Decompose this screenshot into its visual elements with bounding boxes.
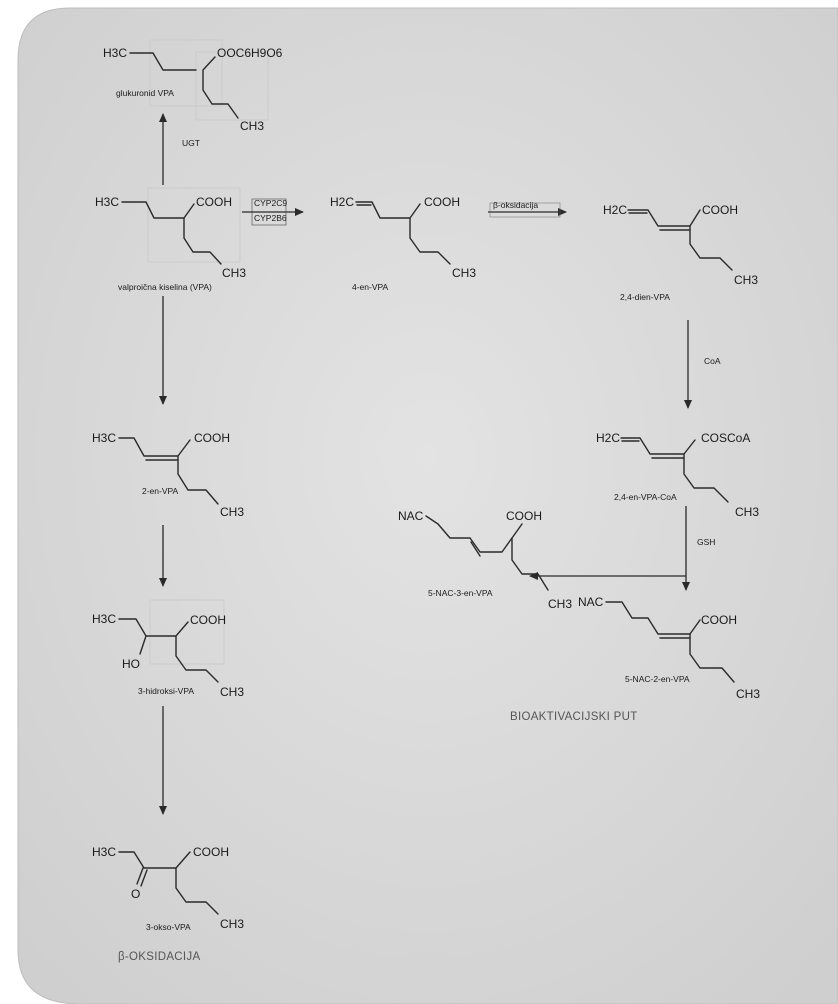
en4-cooh: COOH <box>424 195 460 209</box>
nac2-nac: NAC <box>578 595 604 609</box>
hydroxy3-label: 3-hidroksi-VPA <box>138 686 194 696</box>
en2-cooh: COOH <box>194 431 230 445</box>
en4-ch3: CH3 <box>452 266 476 280</box>
nac3-ch3: CH3 <box>548 597 572 611</box>
en2-h3c: H3C <box>92 431 116 445</box>
glucuronide-label: glukuronid VPA <box>116 88 174 98</box>
compound-2-4-dien-vpa: H2C COOH CH3 2,4-dien-VPA <box>603 203 758 302</box>
en4-label: 4-en-VPA <box>352 282 389 292</box>
compound-glucuronide: H3C OOC6H9O6 CH3 glukuronid VPA <box>103 39 283 133</box>
glucuronide-ch3: CH3 <box>240 119 264 133</box>
compound-3-oxo-vpa: H3C COOH O CH3 3-okso-VPA <box>92 845 244 932</box>
compound-4-en-vpa: H2C COOH CH3 4-en-VPA <box>330 195 476 292</box>
compound-5-nac-2-en-vpa: NAC COOH CH3 5-NAC-2-en-VPA <box>578 595 760 701</box>
oxo3-o: O <box>131 887 140 901</box>
nac3-nac: NAC <box>398 509 424 523</box>
enzyme-ugt: UGT <box>182 138 200 148</box>
vpa-label: valproična kiselina (VPA) <box>118 282 212 292</box>
nac2-label: 5-NAC-2-en-VPA <box>625 674 690 684</box>
compound-2-4-en-vpa-coa: H2C COSCoA CH3 2,4-en-VPA-CoA <box>596 431 759 519</box>
hydroxy3-cooh: COOH <box>190 613 226 627</box>
glucuronide-h3c: H3C <box>103 46 127 60</box>
coa24-label: 2,4-en-VPA-CoA <box>614 492 677 502</box>
enzyme-cyp2c9: CYP2C9 <box>254 198 287 208</box>
compound-3-hydroxy-vpa: H3C COOH HO CH3 3-hidroksi-VPA <box>92 599 244 699</box>
oxo3-cooh: COOH <box>193 845 229 859</box>
hydroxy3-ho: HO <box>122 657 140 671</box>
vpa-h3c: H3C <box>95 195 119 209</box>
oxo3-label: 3-okso-VPA <box>146 922 191 932</box>
hydroxy3-h3c: H3C <box>92 612 116 626</box>
nac3-label: 5-NAC-3-en-VPA <box>428 588 493 598</box>
dien24-h2c: H2C <box>603 203 627 217</box>
enzyme-beta-oxidation: β-oksidacija <box>493 200 538 210</box>
en2-label: 2-en-VPA <box>142 486 179 496</box>
coa24-h2c: H2C <box>596 431 620 445</box>
en4-h2c: H2C <box>330 195 354 209</box>
glucuronide-ooc: OOC6H9O6 <box>217 46 283 60</box>
coa24-coscoa: COSCoA <box>701 431 750 445</box>
vpa-cooh: COOH <box>196 195 232 209</box>
background-panel <box>17 7 838 1004</box>
dien24-cooh: COOH <box>702 203 738 217</box>
section-bioactivation: BIOAKTIVACIJSKI PUT <box>510 711 638 723</box>
nac2-ch3: CH3 <box>736 687 760 701</box>
dien24-ch3: CH3 <box>734 273 758 287</box>
enzyme-coa: CoA <box>704 356 721 366</box>
compound-5-nac-3-en-vpa: NAC COOH CH3 5-NAC-3-en-VPA <box>398 509 572 611</box>
hydroxy3-ch3: CH3 <box>220 685 244 699</box>
section-beta-oxidation: β-OKSIDACIJA <box>118 951 200 963</box>
oxo3-h3c: H3C <box>92 845 116 859</box>
enzyme-cyp2b6: CYP2B6 <box>254 213 287 223</box>
compound-vpa: H3C COOH CH3 valproična kiselina (VPA) <box>95 187 246 292</box>
oxo3-ch3: CH3 <box>220 917 244 931</box>
en2-ch3: CH3 <box>220 505 244 519</box>
dien24-label: 2,4-dien-VPA <box>620 292 670 302</box>
vpa-ch3: CH3 <box>222 266 246 280</box>
compound-2-en-vpa: H3C COOH CH3 2-en-VPA <box>92 431 244 519</box>
nac2-cooh: COOH <box>701 613 737 627</box>
nac3-cooh: COOH <box>506 509 542 523</box>
enzyme-gsh: GSH <box>697 537 715 547</box>
coa24-ch3: CH3 <box>735 505 759 519</box>
